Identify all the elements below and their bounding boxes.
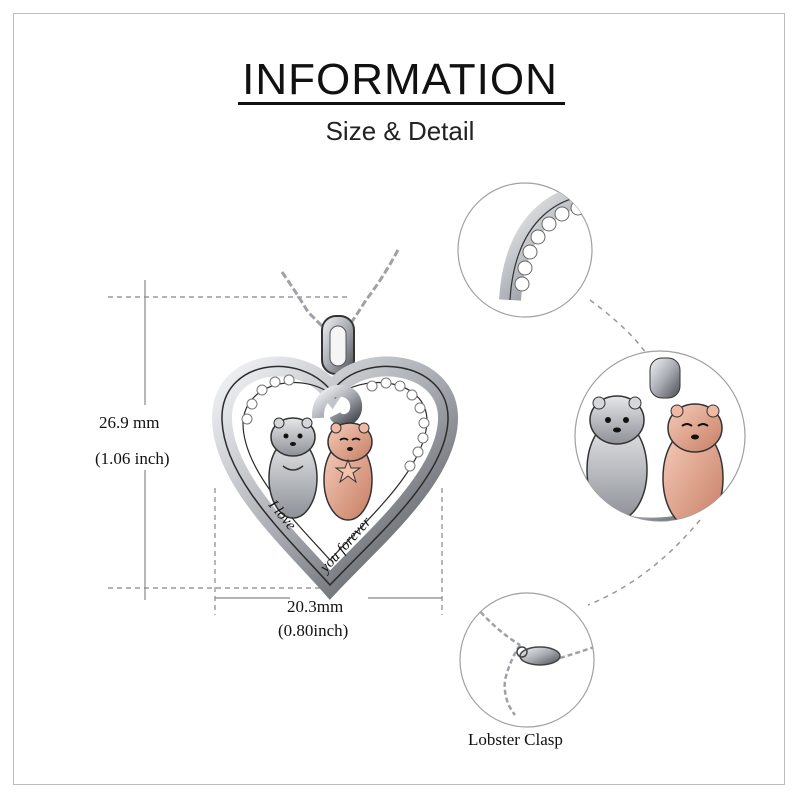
page-title: INFORMATION	[242, 55, 558, 104]
height-inch-label: (1.06 inch)	[95, 449, 170, 468]
detail-connectors	[587, 299, 701, 606]
height-mm-label: 26.9 mm	[99, 413, 160, 432]
page-subtitle: Size & Detail	[325, 116, 475, 146]
title-underline	[238, 102, 565, 105]
height-dimension-lines	[108, 280, 347, 600]
width-inch-label: (0.80inch)	[278, 621, 349, 640]
clasp-caption: Lobster Clasp	[468, 730, 563, 749]
crystal-stones	[241, 374, 430, 472]
detail-circle-clasp	[459, 592, 595, 728]
width-mm-label: 20.3mm	[287, 597, 344, 616]
silver-otter	[268, 417, 318, 519]
product-frame	[13, 13, 785, 785]
rose-gold-otter	[323, 422, 373, 521]
detail-circle-stones	[457, 182, 593, 318]
heart-pendant	[211, 356, 459, 600]
detail-circle-otters	[574, 350, 746, 522]
width-dimension-lines	[214, 488, 443, 615]
